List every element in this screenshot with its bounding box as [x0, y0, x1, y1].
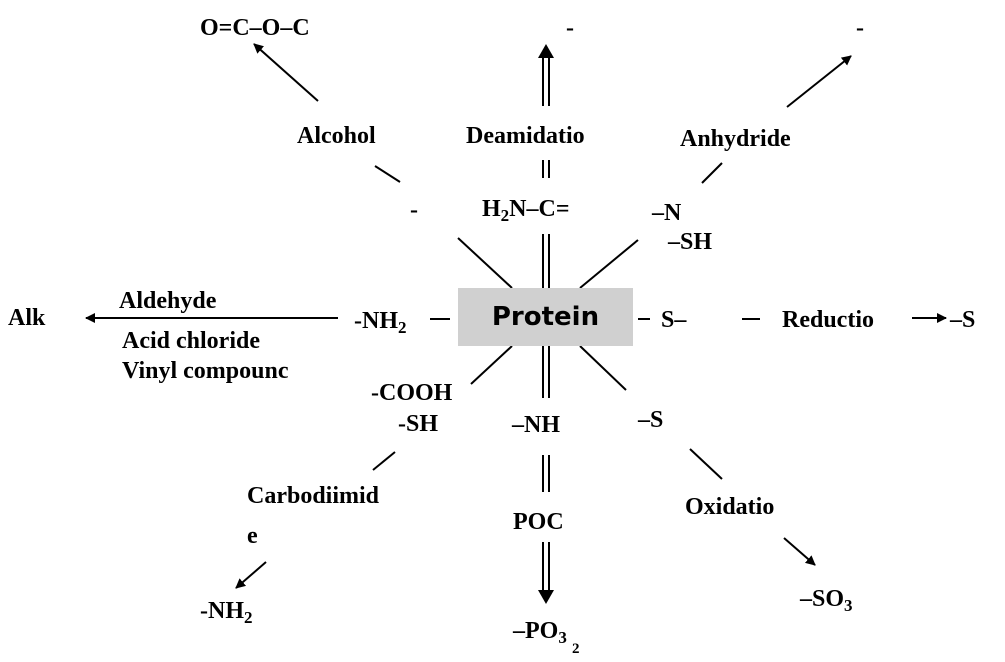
vinyl-compound-reagent: Vinyl compounc: [122, 358, 289, 384]
thiol-group-lower: -SH: [398, 411, 439, 437]
amine-group: –N: [652, 200, 682, 226]
phosphorylation-reagent: POC: [513, 509, 564, 535]
carbodiimide-product-prefix: -NH: [200, 598, 244, 624]
sulfonate-product-sub: 3: [844, 596, 853, 615]
lower-left-diagonal: [470, 345, 513, 385]
alcohol-arrow: [253, 43, 319, 102]
anhydride-reagent: Anhydride: [680, 126, 791, 152]
disulfide-group: S–: [661, 307, 687, 333]
amide-group-prefix: H: [482, 196, 501, 222]
phosphorylation-arrowhead: [538, 590, 554, 604]
anhydride-connector: [701, 162, 723, 184]
oxidation-connector: [689, 448, 723, 480]
reduction-reaction: Reductio: [782, 307, 874, 333]
phosphate-product-charge: 2: [572, 641, 580, 657]
oxidation-reaction: Oxidatio: [685, 494, 775, 520]
sulfur-group: –S: [638, 407, 664, 433]
alcohol-connector: [374, 165, 401, 183]
carbodiimide-product: -NH2: [200, 597, 253, 627]
carbodiimide-reagent-line2: e: [247, 523, 258, 549]
anhydride-product: -: [856, 15, 864, 41]
reduction-product: –S: [950, 307, 976, 333]
deamidation-product: -: [566, 15, 574, 41]
amino-group-prefix: -NH: [354, 308, 398, 334]
carbodiimide-arrow: [235, 561, 267, 589]
oxidation-arrow: [783, 537, 816, 566]
phosphate-product: –PO3: [513, 617, 567, 647]
protein-box: Protein: [458, 288, 633, 346]
ester-product: O=C–O–C: [200, 15, 310, 41]
amino-group: -NH2: [354, 307, 407, 337]
amino-group-sub: 2: [398, 318, 407, 337]
thiol-group-upper: –SH: [668, 229, 713, 255]
carbodiimide-connector: [372, 451, 396, 471]
anhydride-arrow: [786, 55, 852, 108]
upper-left-diagonal: [457, 237, 513, 289]
protein-label: Protein: [491, 302, 600, 332]
amide-group-sub: 2: [500, 206, 510, 225]
sulfonate-product-prefix: –SO: [800, 586, 845, 612]
lower-right-diagonal: [579, 345, 627, 391]
alcohol-reagent: Alcohol: [297, 123, 376, 149]
deamidation-arrowhead: [538, 44, 554, 58]
deamidation-reaction: Deamidatio: [466, 123, 585, 149]
alkylation-product: Alk: [8, 305, 46, 331]
acid-chloride-reagent: Acid chloride: [122, 328, 260, 354]
amide-group: H2N–C=: [482, 195, 570, 225]
carbodiimide-reagent-line1: Carbodiimid: [247, 483, 380, 509]
phosphate-product-prefix: –PO: [513, 618, 559, 644]
upper-right-diagonal: [579, 239, 639, 289]
sulfonate-product: –SO3: [800, 585, 853, 615]
phosphate-product-sub: 3: [558, 628, 567, 647]
lower-amine-group: –NH: [512, 412, 560, 438]
alcohol-group: -: [410, 197, 418, 223]
carboxyl-group: -COOH: [371, 380, 453, 406]
amide-group-suffix: N–C=: [509, 196, 570, 222]
aldehyde-reagent: Aldehyde: [119, 288, 217, 314]
carbodiimide-product-sub: 2: [244, 608, 253, 627]
